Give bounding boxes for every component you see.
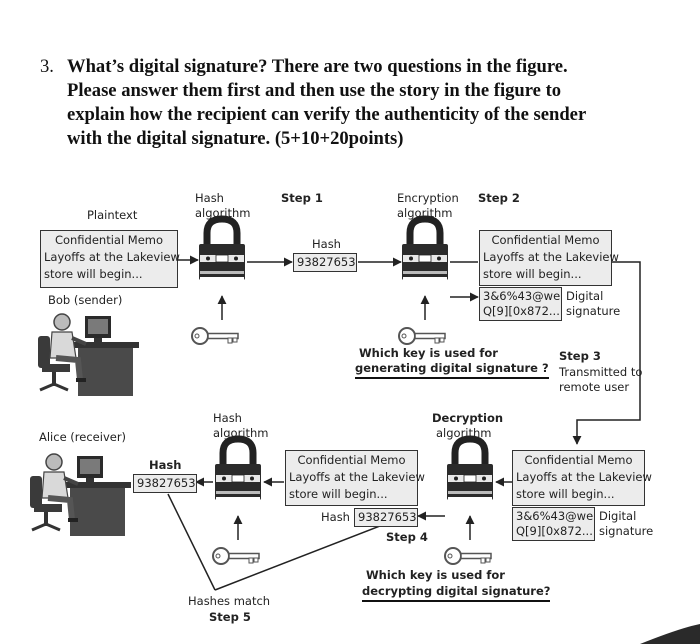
memo-left-title: Confidential Memo xyxy=(54,233,164,247)
hash-padlock-2-icon xyxy=(215,439,261,500)
hash-box-alice-value: 93827653 xyxy=(133,474,197,493)
memo-center-title: Confidential Memo xyxy=(297,453,406,467)
memo-left-line-2: store will begin... xyxy=(44,267,143,281)
memo-right-line-1: Layoffs at the Lakeview xyxy=(483,250,619,264)
question-line-3: explain how the recipient can verify the… xyxy=(67,104,587,125)
step3-label: Step 3 xyxy=(559,349,601,363)
hash-padlock-1-icon xyxy=(199,219,245,280)
key-1-icon xyxy=(191,327,239,345)
memo-left-line-1: Layoffs at the Lakeview xyxy=(44,250,180,264)
digital-signature-right-b: signature xyxy=(566,304,621,318)
memo-right-line-2: store will begin... xyxy=(483,267,582,281)
memo-right-title: Confidential Memo xyxy=(491,233,600,247)
plaintext-memo-box: Confidential Memo Layoffs at the Lakevie… xyxy=(40,230,180,288)
question-number: 3. xyxy=(40,56,54,77)
question-line-1: What’s digital signature? There are two … xyxy=(67,55,687,79)
hash-algorithm-2-label-b: algorithm xyxy=(213,426,269,440)
hash-algorithm-1-label-b: algorithm xyxy=(195,206,251,220)
decryption-label-b: algorithm xyxy=(436,426,492,440)
step4-label: Step 4 xyxy=(386,530,428,544)
decryption-label-a: Decryption xyxy=(432,411,504,425)
cipher-bottom-line-2: Q[9][0x872... xyxy=(516,524,593,538)
step5-label: Step 5 xyxy=(209,610,251,624)
step3-desc-2: remote user xyxy=(559,380,630,394)
encryption-label-a: Encryption xyxy=(397,191,459,205)
plaintext-label: Plaintext xyxy=(87,208,138,222)
digital-signature-bottom-b: signature xyxy=(599,524,654,538)
received-encrypted-signature-box: 3&6%43@we Q[9][0x872... xyxy=(512,507,595,541)
cipher-right-line-1: 3&6%43@we xyxy=(483,289,561,303)
encryption-label-b: algorithm xyxy=(397,206,453,220)
question-line-2: Please answer them first and then use th… xyxy=(67,80,562,101)
hashes-match-label: Hashes match xyxy=(188,594,271,608)
step3-desc-1: Transmitted to xyxy=(559,365,643,379)
alice-receiver-figure xyxy=(30,454,131,536)
decryption-padlock-icon xyxy=(447,439,493,500)
cipher-right-line-2: Q[9][0x872... xyxy=(483,304,560,318)
encryption-padlock-icon xyxy=(402,219,448,280)
hash-algorithm-1-label-a: Hash xyxy=(195,191,224,205)
digital-signature-right-a: Digital xyxy=(566,289,604,303)
received-signed-memo-box: Confidential Memo Layoffs at the Lakevie… xyxy=(512,450,652,506)
question-decrypting-line-2: decrypting digital signature? xyxy=(362,584,551,602)
step1-label: Step 1 xyxy=(281,191,323,205)
hash-algorithm-2-label-a: Hash xyxy=(213,411,242,425)
hash-box-1-value: 93827653 xyxy=(293,253,357,272)
memo-center-line-1: Layoffs at the Lakeview xyxy=(289,470,425,484)
step2-label: Step 2 xyxy=(478,191,520,205)
hash-box-alice-label: Hash xyxy=(149,458,182,472)
signed-memo-box: Confidential Memo Layoffs at the Lakevie… xyxy=(479,230,619,286)
hash-box-1-label: Hash xyxy=(312,237,341,251)
question-line-1-text: What’s digital signature? There are two … xyxy=(67,56,568,77)
digital-signature-bottom-a: Digital xyxy=(599,509,637,523)
memo-bottom-right-title: Confidential Memo xyxy=(524,453,633,467)
question-decrypting-line-1: Which key is used for xyxy=(366,568,505,582)
encrypted-signature-box: 3&6%43@we Q[9][0x872... xyxy=(479,287,562,321)
memo-bottom-right-line-1: Layoffs at the Lakeview xyxy=(516,470,652,484)
hash-box-center-value: 93827653 xyxy=(354,508,418,527)
key-4-icon xyxy=(444,547,492,565)
bob-sender-label: Bob (sender) xyxy=(48,293,123,307)
memo-bottom-right-line-2: store will begin... xyxy=(516,487,615,501)
key-2-icon xyxy=(398,327,446,345)
key-3-icon xyxy=(212,547,260,565)
question-line-4: with the digital signature. (5+10+20poin… xyxy=(67,128,404,149)
hash-box-center-label: Hash xyxy=(321,510,350,524)
alice-receiver-label: Alice (receiver) xyxy=(39,430,127,444)
received-memo-box: Confidential Memo Layoffs at the Lakevie… xyxy=(285,450,425,506)
bob-sender-figure xyxy=(38,314,139,396)
question-generating-line-1: Which key is used for xyxy=(359,346,498,360)
memo-center-line-2: store will begin... xyxy=(289,487,388,501)
question-generating-line-2: generating digital signature ? xyxy=(355,361,549,379)
cipher-bottom-line-1: 3&6%43@we xyxy=(516,509,594,523)
